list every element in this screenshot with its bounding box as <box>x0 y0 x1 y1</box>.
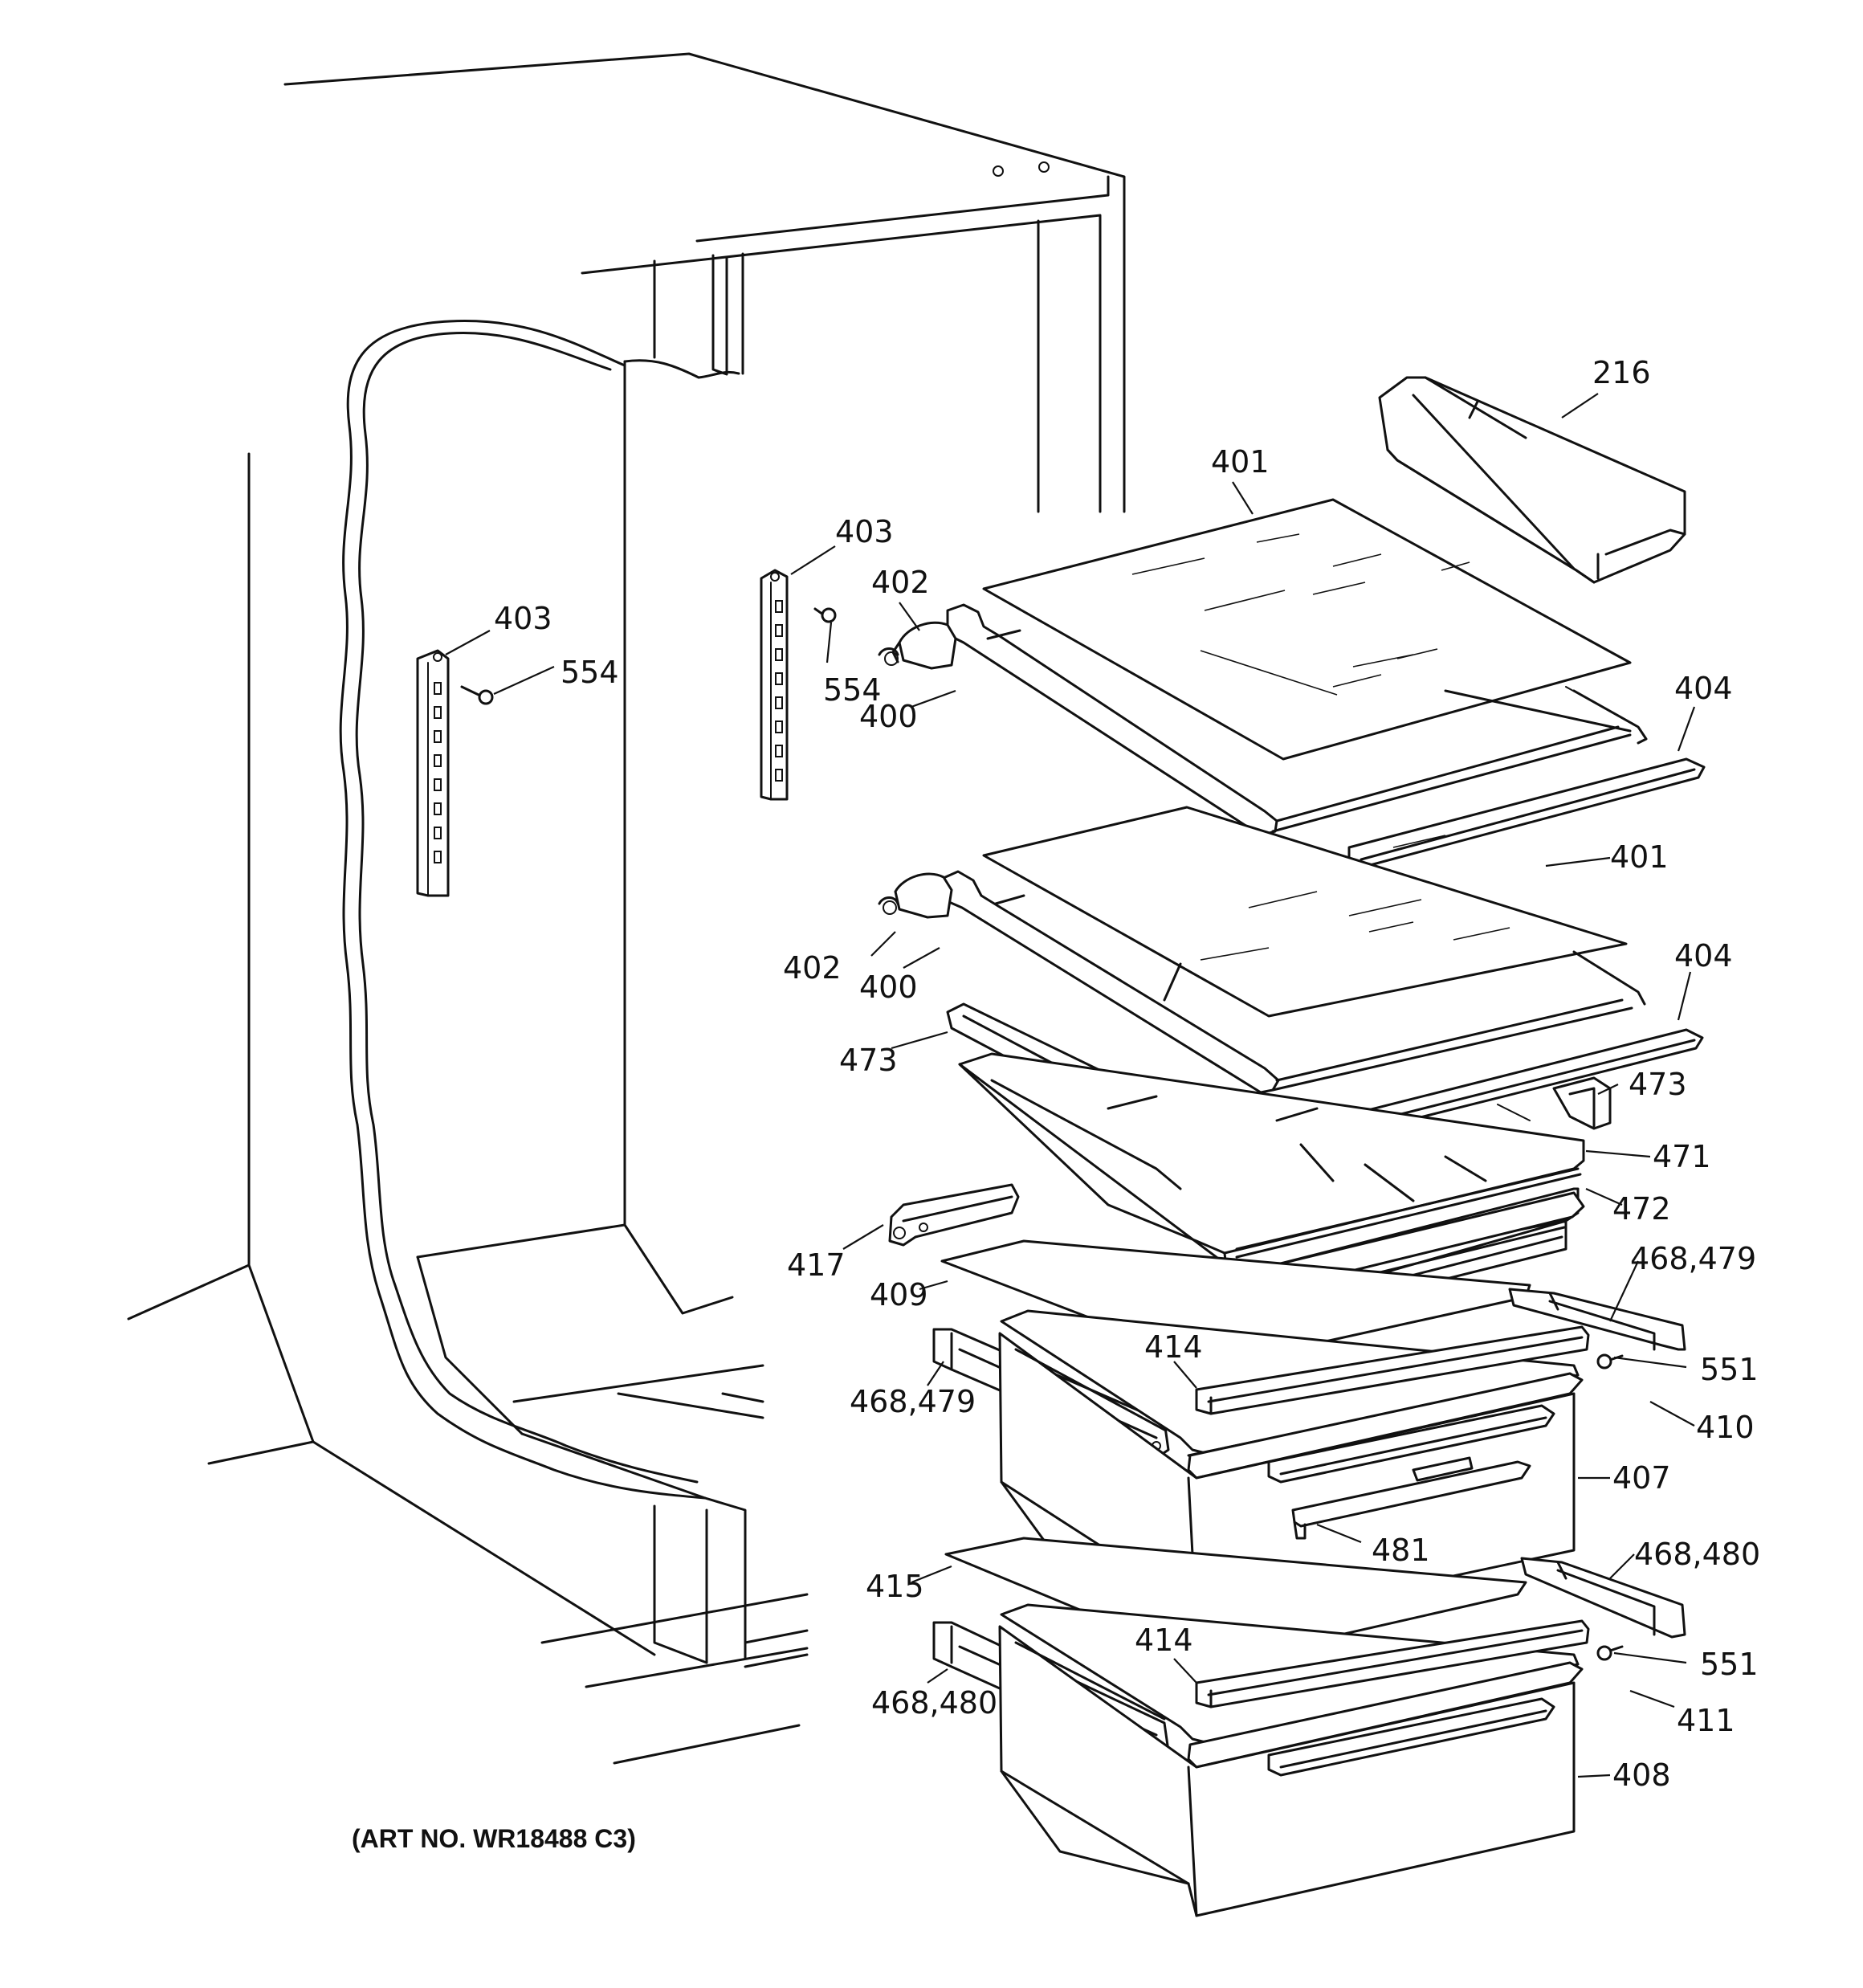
callout-labels: 216 401 403 402 403 554 554 400 404 401 … <box>494 355 1760 1793</box>
callout-468-479: 468,479 <box>1630 1241 1756 1276</box>
lower-drawer-assembly <box>932 1537 1686 1917</box>
callout-401: 401 <box>1211 444 1270 480</box>
callout-402: 402 <box>871 565 930 600</box>
callout-471: 471 <box>1653 1139 1711 1174</box>
callout-403: 403 <box>835 514 894 549</box>
callout-414: 414 <box>1144 1329 1203 1365</box>
callout-400: 400 <box>859 970 918 1005</box>
callout-551: 551 <box>1700 1352 1759 1387</box>
callout-468-480: 468,480 <box>1634 1537 1760 1572</box>
callout-472: 472 <box>1612 1191 1671 1227</box>
screw-left <box>460 685 494 705</box>
callout-554: 554 <box>561 655 619 690</box>
dairy-bin <box>1378 376 1686 584</box>
callout-410: 410 <box>1696 1410 1755 1445</box>
callout-473: 473 <box>1629 1067 1687 1102</box>
callout-468-479: 468,479 <box>850 1384 976 1419</box>
callout-481: 481 <box>1372 1533 1430 1568</box>
shelf-ladder-left <box>416 649 450 897</box>
callout-468-480: 468,480 <box>871 1685 997 1721</box>
crisper-cover-assembly <box>888 1002 1612 1359</box>
upper-shelf <box>878 498 1706 869</box>
callout-415: 415 <box>866 1569 924 1604</box>
shelf-ladder-center <box>760 569 789 801</box>
callout-408: 408 <box>1612 1757 1671 1793</box>
screw-center <box>813 607 837 623</box>
callout-414: 414 <box>1135 1623 1193 1658</box>
callout-551: 551 <box>1700 1647 1759 1682</box>
refrigerator-cabinet <box>127 52 1126 1765</box>
callout-409: 409 <box>870 1277 928 1312</box>
callout-404: 404 <box>1674 671 1733 706</box>
callout-216: 216 <box>1592 355 1651 390</box>
callout-407: 407 <box>1612 1460 1671 1496</box>
art-number: (ART NO. WR18488 C3) <box>352 1824 636 1853</box>
callout-417: 417 <box>787 1247 846 1283</box>
callout-403: 403 <box>494 601 552 636</box>
callout-400: 400 <box>859 699 918 734</box>
callout-411: 411 <box>1677 1703 1735 1738</box>
callout-404: 404 <box>1674 938 1733 974</box>
middle-shelf <box>878 806 1704 1134</box>
callout-401: 401 <box>1610 839 1669 875</box>
callout-402: 402 <box>783 950 842 986</box>
callout-473: 473 <box>839 1043 898 1078</box>
leader-lines <box>445 393 1696 1778</box>
callout-554: 554 <box>823 672 882 708</box>
